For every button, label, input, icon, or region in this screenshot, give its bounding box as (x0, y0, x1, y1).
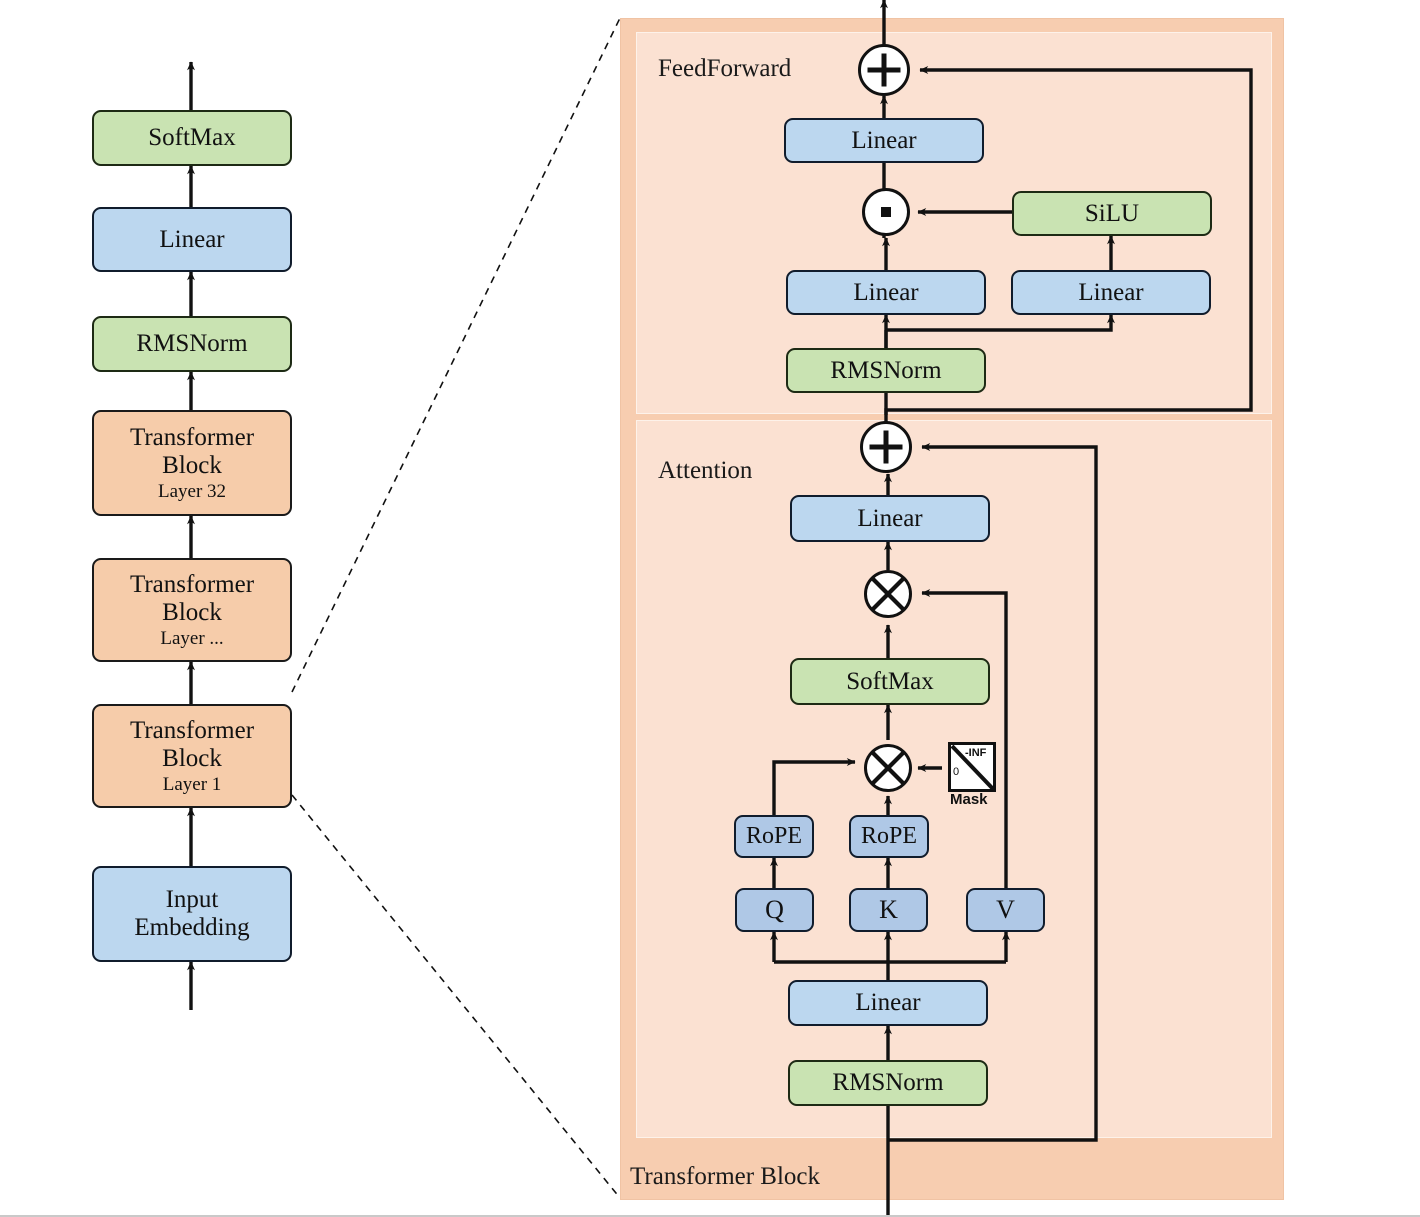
node-ff-rmsnorm[interactable]: RMSNorm (786, 348, 986, 393)
node-label: K (879, 895, 898, 925)
node-label: SiLU (1084, 199, 1140, 227)
node-label: SoftMax (846, 667, 934, 695)
node-ff-linear-gate[interactable]: Linear (786, 270, 986, 315)
times-icon (870, 750, 906, 786)
node-sublabel: Layer ... (160, 627, 224, 649)
plus-icon (869, 430, 903, 464)
node-label: Transformer Block (129, 423, 255, 479)
node-label: Linear (855, 989, 921, 1016)
node-label: Linear (857, 504, 923, 532)
node-label: Linear (851, 126, 917, 154)
node-label: Linear (853, 278, 919, 306)
op-attn-matmul-qk[interactable] (864, 744, 912, 792)
op-attn-residual-add[interactable] (860, 421, 912, 473)
node-label: Transformer Block (129, 570, 255, 626)
node-label: RMSNorm (136, 330, 248, 357)
node-softmax[interactable]: SoftMax (92, 110, 292, 166)
node-input-embedding[interactable]: Input Embedding (92, 866, 292, 962)
node-sublabel: Layer 32 (157, 480, 227, 502)
mask-upper-value: -INF (965, 747, 987, 759)
node-label: SoftMax (148, 124, 236, 151)
node-label: Linear (1078, 278, 1144, 306)
node-attn-v[interactable]: V (966, 888, 1045, 932)
node-attn-linear-in[interactable]: Linear (788, 980, 988, 1026)
node-ff-silu[interactable]: SiLU (1012, 191, 1212, 236)
zoom-guide-top (291, 17, 621, 693)
node-ff-linear-down[interactable]: Linear (784, 118, 984, 163)
node-rmsnorm[interactable]: RMSNorm (92, 316, 292, 372)
node-attn-linear-out[interactable]: Linear (790, 495, 990, 542)
feedforward-panel-label: FeedForward (658, 55, 792, 82)
node-label: V (996, 895, 1015, 925)
node-transformer-block-1[interactable]: Transformer Block Layer 1 (92, 704, 292, 808)
transformer-block-panel-label: Transformer Block (630, 1163, 821, 1190)
node-transformer-block-dots[interactable]: Transformer Block Layer ... (92, 558, 292, 662)
node-transformer-block-32[interactable]: Transformer Block Layer 32 (92, 410, 292, 516)
node-sublabel: Layer 1 (162, 773, 222, 795)
node-linear[interactable]: Linear (92, 207, 292, 272)
node-label: RoPE (745, 823, 802, 850)
node-attn-softmax[interactable]: SoftMax (790, 658, 990, 705)
plus-icon (867, 53, 901, 87)
node-label: Input Embedding (134, 886, 250, 941)
mask-lower-value: 0 (953, 766, 960, 778)
node-label: RMSNorm (830, 356, 942, 384)
node-attn-rope-q[interactable]: RoPE (734, 815, 814, 858)
attention-panel-label: Attention (658, 457, 753, 484)
times-icon (870, 576, 906, 612)
node-label: RoPE (860, 823, 917, 850)
node-label: Q (765, 895, 784, 925)
zoom-guide-bottom (291, 794, 621, 1199)
node-ff-linear-up[interactable]: Linear (1011, 270, 1211, 315)
mask-icon[interactable] (948, 742, 996, 792)
node-label: Transformer Block (129, 716, 255, 772)
node-attn-q[interactable]: Q (735, 888, 814, 932)
node-label: RMSNorm (832, 1069, 944, 1096)
op-ff-residual-add[interactable] (858, 44, 910, 96)
op-ff-elementwise-multiply[interactable] (862, 188, 910, 236)
footer-divider (0, 1215, 1420, 1217)
op-attn-matmul-av[interactable] (864, 570, 912, 618)
node-attn-k[interactable]: K (849, 888, 928, 932)
node-attn-rope-k[interactable]: RoPE (849, 815, 929, 858)
node-attn-rmsnorm[interactable]: RMSNorm (788, 1060, 988, 1106)
node-label: Linear (159, 225, 225, 253)
mask-label: Mask (950, 791, 988, 808)
dot-product-icon (881, 207, 891, 217)
mask-diagonal-icon (951, 745, 995, 791)
